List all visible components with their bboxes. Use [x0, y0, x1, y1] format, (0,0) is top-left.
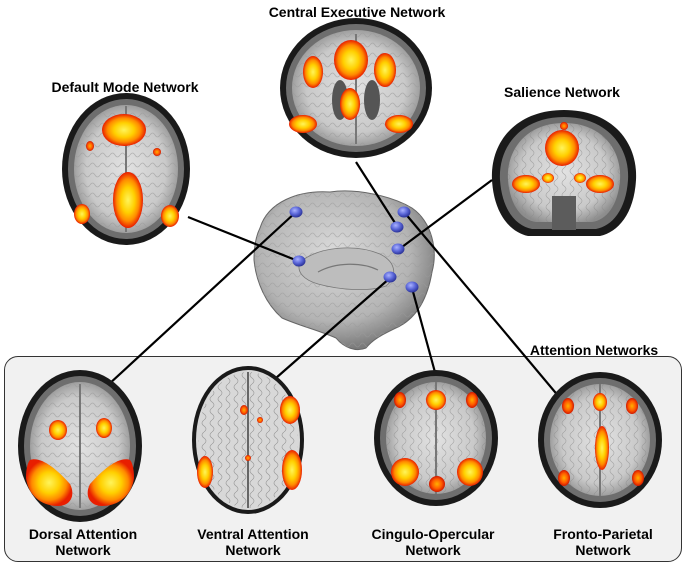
label-dorsal-line1: Dorsal Attention	[28, 526, 138, 542]
line-fronto-parietal	[403, 211, 561, 399]
central-brain-surface	[253, 190, 435, 351]
fronto-parietal-brain-image	[538, 372, 662, 508]
default-mode-brain-image	[62, 93, 190, 245]
line-central-executive	[355, 161, 398, 227]
cingulo-opercular-brain-image	[374, 370, 498, 506]
line-salience	[397, 179, 493, 251]
label-dorsal-attention: Dorsal Attention Network	[8, 526, 158, 558]
label-ventral-line1: Ventral Attention	[197, 526, 309, 542]
label-cingulo-line2: Network	[405, 542, 461, 558]
central-executive-brain-image	[280, 18, 432, 158]
label-fronto-line2: Network	[575, 542, 631, 558]
label-ventral-attention: Ventral Attention Network	[178, 526, 328, 558]
label-cingulo-opercular: Cingulo-Opercular Network	[358, 526, 508, 558]
label-ventral-line2: Network	[225, 542, 281, 558]
ventral-attention-brain-image	[192, 366, 304, 514]
label-fronto-line1: Fronto-Parietal	[553, 526, 653, 542]
label-fronto-parietal: Fronto-Parietal Network	[528, 526, 678, 558]
line-cingulo-opercular	[410, 287, 438, 377]
salience-brain-image	[491, 110, 637, 236]
label-salience: Salience Network	[504, 84, 620, 100]
label-cingulo-line1: Cingulo-Opercular	[371, 526, 495, 542]
network-nodes	[289, 206, 419, 293]
dorsal-attention-brain-image	[18, 370, 142, 522]
node-fronto-parietal	[397, 206, 411, 218]
node-salience	[391, 243, 405, 255]
line-dorsal-attention	[107, 211, 297, 386]
label-default-mode: Default Mode Network	[51, 79, 199, 95]
node-ventral	[383, 271, 397, 283]
label-attention-networks: Attention Networks	[529, 342, 659, 358]
line-ventral-attention	[275, 277, 391, 379]
node-dorsal	[289, 206, 303, 218]
label-central-executive: Central Executive Network	[268, 4, 446, 20]
node-central-executive	[390, 221, 404, 233]
label-dorsal-line2: Network	[55, 542, 111, 558]
node-cingulo-opercular	[405, 281, 419, 293]
connector-lines	[107, 161, 561, 399]
node-default-mode	[292, 255, 306, 267]
line-default-mode	[187, 215, 299, 263]
